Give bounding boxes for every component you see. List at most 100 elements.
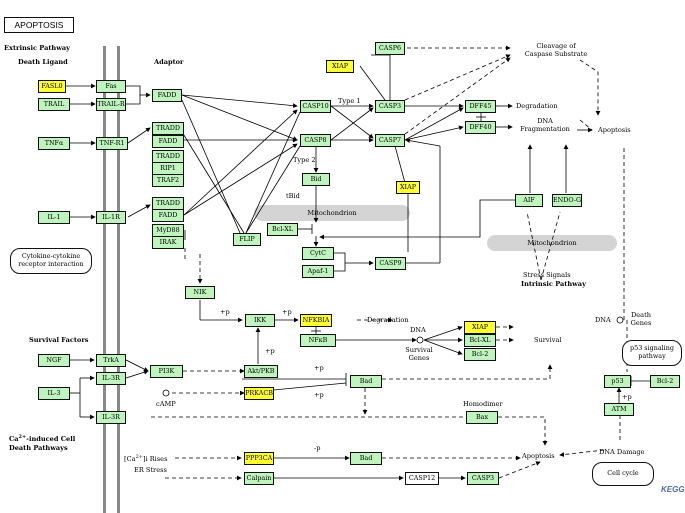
node-cytc[interactable]: CytC	[302, 247, 334, 260]
node-casp3-b[interactable]: CASP3	[467, 472, 499, 485]
node-endo-g[interactable]: ENDO-G	[552, 194, 582, 207]
label-survival-genes: Survival Genes	[405, 346, 433, 362]
label-type1: Type 1	[338, 97, 361, 105]
node-apaf1[interactable]: Apaf-1	[302, 265, 334, 278]
node-casp3[interactable]: CASP3	[375, 100, 405, 113]
node-xiap-3[interactable]: XIAP	[464, 321, 496, 334]
node-tnf-alpha[interactable]: TNFα	[38, 137, 70, 150]
node-ngf[interactable]: NGF	[38, 354, 70, 367]
node-il3r-1[interactable]: IL-3R	[96, 372, 126, 385]
node-il3r-2[interactable]: IL-3R	[96, 411, 126, 424]
label-dna-3: DNA	[595, 316, 611, 324]
label-plus-p-1: +p	[220, 308, 230, 316]
node-bad-2[interactable]: Bad	[350, 452, 382, 465]
dna-circle-survival	[416, 336, 424, 344]
node-akt-pkb[interactable]: Akt/PKB	[244, 365, 278, 378]
node-fasl[interactable]: FASL0	[38, 80, 66, 93]
diagram-title: APOPTOSIS	[4, 17, 74, 33]
node-flip[interactable]: FLIP	[233, 233, 261, 246]
node-ikk[interactable]: IKK	[245, 314, 275, 327]
label-degradation-1: Degradation	[516, 102, 558, 110]
extrinsic-pathway-label: Extrinsic Pathway	[4, 44, 70, 52]
node-il1[interactable]: IL-1	[38, 211, 70, 224]
node-tradd-2[interactable]: TRADD	[152, 150, 184, 163]
cytokine-receptor-interaction-box[interactable]: Cytokine-cytokine receptor interaction	[10, 248, 92, 274]
label-ca-rises-sup: 2+	[135, 454, 143, 460]
node-calpain[interactable]: Calpain	[244, 472, 274, 485]
calcium-pathway-ca: Ca	[9, 435, 19, 444]
label-stress-signals: Stress Signals	[523, 271, 571, 279]
kegg-logo: KEGG	[661, 485, 685, 494]
node-ppp3ca[interactable]: PPP3CA	[244, 452, 274, 465]
node-fadd-3[interactable]: FADD	[152, 209, 184, 222]
label-death-genes: Death Genes	[630, 311, 652, 327]
node-bcl-2-b[interactable]: Bcl-2	[650, 375, 680, 388]
intrinsic-pathway-label: Intrinsic Pathway	[521, 280, 586, 288]
node-casp9[interactable]: CASP9	[375, 257, 406, 270]
node-bax[interactable]: Bax	[466, 411, 498, 424]
node-pi3k[interactable]: PI3K	[150, 365, 183, 378]
label-er-stress: ER Stress	[134, 466, 167, 474]
node-bcl-xl-1[interactable]: Bcl-XL	[267, 223, 298, 236]
node-trail[interactable]: TRAIL	[38, 98, 70, 111]
node-casp7[interactable]: CASP7	[375, 134, 405, 147]
node-xiap-1[interactable]: XIAP	[326, 60, 354, 73]
node-il1r[interactable]: IL-1R	[96, 211, 126, 224]
label-survival: Survival	[534, 336, 562, 344]
node-dff45[interactable]: DFF45	[465, 100, 496, 113]
node-dff40[interactable]: DFF40	[465, 121, 496, 134]
cell-cycle-box[interactable]: Cell cycle	[592, 462, 654, 486]
node-bcl-xl-2[interactable]: Bcl-XL	[464, 334, 496, 347]
node-irak[interactable]: IRAK	[152, 236, 184, 249]
label-minus-p: -p	[314, 444, 321, 452]
node-p53[interactable]: p53	[604, 375, 631, 388]
p53-signaling-pathway-box[interactable]: p53 signaling pathway	[622, 340, 682, 366]
node-fadd-1[interactable]: FADD	[152, 89, 182, 102]
label-homodimer: Homodimer	[463, 400, 503, 408]
label-plus-p-3: +p	[314, 364, 324, 372]
node-il3[interactable]: IL-3	[38, 387, 70, 400]
node-nfkbia[interactable]: NFKBIA	[300, 314, 332, 327]
label-dna-damage: DNA Damage	[599, 448, 645, 456]
node-casp12[interactable]: CASP12	[405, 472, 439, 485]
node-casp10[interactable]: CASP10	[300, 100, 331, 113]
label-ca-rises-post: ]i Rises	[142, 455, 168, 464]
node-atm[interactable]: ATM	[604, 403, 634, 416]
node-xiap-2[interactable]: XIAP	[396, 181, 420, 194]
death-ligand-label: Death Ligand	[18, 58, 68, 66]
node-nfkb[interactable]: NFκB	[300, 334, 336, 347]
mitochondrion-2: Mitochondrion	[487, 235, 617, 251]
node-aif[interactable]: AIF	[515, 194, 543, 207]
node-nik[interactable]: NIK	[185, 286, 215, 299]
node-fas[interactable]: Fas	[96, 80, 126, 93]
label-plus-p-2: +p	[282, 308, 292, 316]
node-bid[interactable]: Bid	[302, 173, 330, 186]
node-casp6[interactable]: CASP6	[375, 42, 405, 55]
node-trka[interactable]: TrkA	[96, 354, 126, 367]
calcium-pathway-line2: -induced Cell	[26, 435, 76, 444]
dna-circle-death	[616, 316, 624, 324]
node-casp8[interactable]: CASP8	[300, 134, 331, 147]
cell-membrane-outer	[103, 46, 106, 513]
cell-membrane-inner	[117, 46, 120, 513]
label-plus-p-4: +p	[265, 347, 275, 355]
node-tradd-1[interactable]: TRADD	[152, 122, 184, 135]
node-prkacb[interactable]: PRKACB	[244, 387, 274, 400]
calcium-pathway-label: Ca2+-induced Cell Death Pathways	[9, 433, 75, 453]
label-type2: Type 2	[293, 156, 316, 164]
node-bcl-2-a[interactable]: Bcl-2	[464, 348, 496, 361]
label-ca-rises-pre: [Ca	[124, 455, 136, 464]
label-plus-p-5: +p	[314, 391, 324, 399]
node-tnf-r1[interactable]: TNF-R1	[96, 137, 128, 150]
node-traf2[interactable]: TRAF2	[152, 174, 184, 187]
label-ca-rises: [Ca2+]i Rises	[124, 453, 167, 464]
label-plus-p-6: +p	[622, 393, 632, 401]
survival-factors-label: Survival Factors	[29, 336, 89, 344]
node-fadd-2[interactable]: FADD	[152, 135, 184, 148]
adaptor-label: Adaptor	[154, 58, 184, 66]
label-dna-2: DNA	[410, 326, 426, 334]
node-bad-1[interactable]: Bad	[350, 375, 382, 388]
node-trail-r[interactable]: TRAIL-R	[96, 98, 126, 111]
